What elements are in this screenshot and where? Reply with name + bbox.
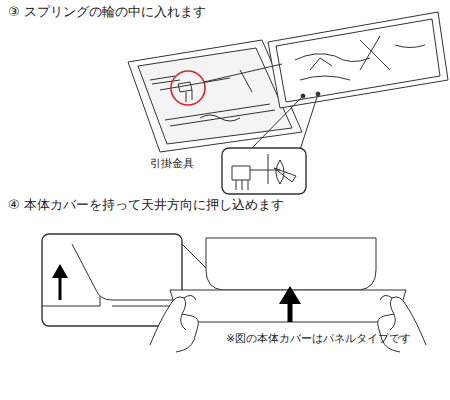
ceiling-line	[42, 296, 182, 306]
cover-top	[206, 238, 376, 290]
part-name: 引掛金具	[150, 157, 194, 170]
leader-line	[204, 64, 282, 82]
arrow-head	[52, 264, 68, 278]
panel-detail	[295, 36, 425, 80]
left-hand-detail	[181, 295, 196, 330]
step-instruction: ③ スプリングの輪の中に入れます	[8, 4, 206, 20]
hook-fitting-detail	[232, 154, 280, 190]
hook-fitting	[178, 82, 192, 102]
bottom-illustration	[42, 234, 426, 352]
spring	[200, 115, 240, 121]
ceiling-panel-outer	[268, 12, 448, 108]
leader-line	[250, 96, 303, 150]
leader-line	[300, 94, 318, 150]
arrow-shaft	[59, 276, 62, 300]
note-text: ※図の本体カバーはパネルタイプです	[226, 332, 411, 345]
cover-edge	[72, 244, 182, 300]
detail-inset	[42, 234, 182, 326]
tray-inner	[138, 48, 292, 144]
left-hand	[150, 297, 198, 352]
right-hand-detail	[380, 295, 395, 330]
highlight-circle	[171, 71, 205, 105]
leader-line	[182, 244, 206, 268]
spring-ring	[274, 160, 296, 184]
arrow-head	[279, 286, 301, 304]
tray-detail	[150, 70, 275, 126]
arrow-shaft	[288, 302, 293, 322]
step-instruction: ④ 本体カバーを持って天井方向に押し込めます	[8, 197, 284, 213]
detail-inset	[222, 148, 306, 194]
ceiling-panel-inner	[276, 19, 440, 102]
top-illustration	[128, 12, 448, 194]
